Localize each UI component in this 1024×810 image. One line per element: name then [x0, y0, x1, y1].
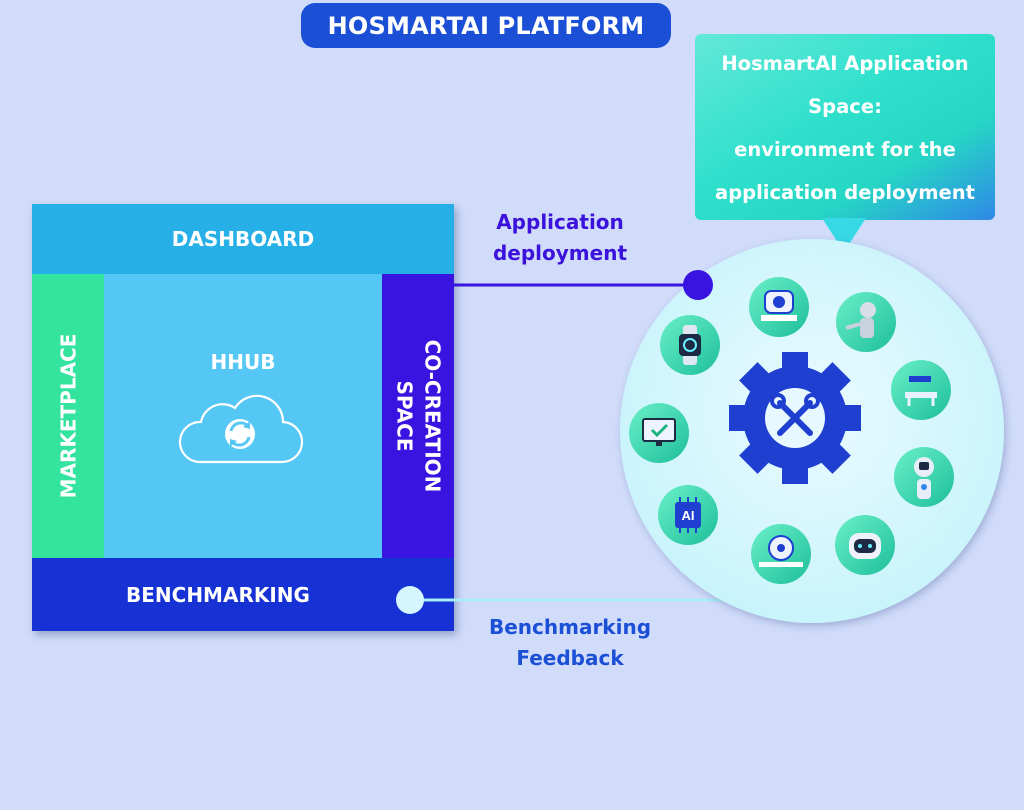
surgical-bed-icon	[891, 360, 951, 420]
label-line: deployment	[492, 241, 628, 265]
benchmarking-label: BENCHMARKING	[126, 582, 310, 607]
ct-scanner-icon	[751, 524, 811, 584]
ai-chip-text: AI	[682, 508, 695, 523]
label-line: Application	[496, 210, 624, 234]
callout-line: Space:	[808, 95, 882, 118]
callout-line: environment for the	[734, 138, 956, 161]
page-title: HOSMARTAI PLATFORM	[301, 3, 671, 48]
feedback-dot	[396, 586, 424, 614]
app-space-callout: HosmartAI Application Space: environment…	[695, 34, 995, 220]
benchmarking-block: BENCHMARKING	[32, 558, 454, 631]
cloud-sync-icon	[178, 394, 304, 464]
robot-assistant-icon	[836, 292, 896, 352]
label-line: Feedback	[516, 646, 624, 670]
tools-gear-icon	[729, 352, 861, 484]
benchmarking-feedback-label: Benchmarking Feedback	[480, 612, 660, 674]
service-robot-icon	[894, 447, 954, 507]
label-line: Benchmarking	[488, 615, 652, 639]
marketplace-block: MARKETPLACE	[32, 274, 104, 558]
companion-robot-icon	[835, 515, 895, 575]
callout-line: HosmartAI Application	[721, 52, 969, 75]
monitor-check-icon	[629, 403, 689, 463]
application-deployment-label: Application deployment	[480, 207, 640, 269]
dashboard-label: DASHBOARD	[171, 227, 315, 251]
dashboard-block: DASHBOARD	[32, 204, 454, 274]
mri-scanner-icon	[749, 277, 809, 337]
hhub-label: HHUB	[210, 350, 276, 374]
platform-diagram: DASHBOARD MARKETPLACE HHUB CO-CREATION S…	[32, 204, 454, 631]
ai-chip-icon: AI	[658, 485, 718, 545]
cocreation-block: CO-CREATION SPACE	[382, 274, 454, 558]
deployment-dot	[683, 270, 713, 300]
hhub-block: HHUB	[104, 274, 382, 558]
smartwatch-icon	[660, 315, 720, 375]
callout-line: application deployment	[715, 181, 975, 204]
